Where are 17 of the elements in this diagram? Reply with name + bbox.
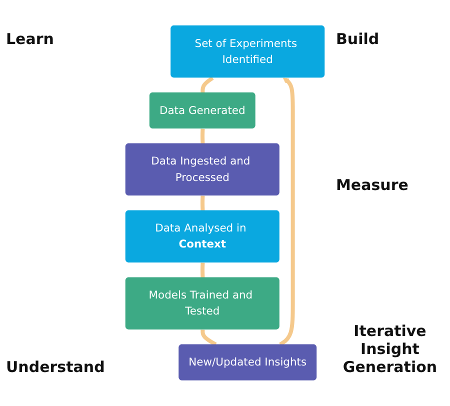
node-box: Set of Experiments Identified <box>170 25 325 78</box>
connector <box>200 195 205 212</box>
connector <box>200 76 214 94</box>
node-box: Data Ingested and Processed <box>125 143 280 196</box>
node-box: New/Updated Insights <box>178 344 317 380</box>
stage-label: Measure <box>336 176 410 194</box>
arrow <box>279 78 295 346</box>
stage-label: Learn <box>6 30 55 48</box>
center-heading: Iterative Insight Generation <box>342 322 438 376</box>
node-box: Data Generated <box>149 92 256 129</box>
node-box: Models Trained and Tested <box>125 277 280 330</box>
stage-label: Understand <box>6 358 106 376</box>
stage-label: Build <box>336 30 380 48</box>
connector <box>200 262 205 278</box>
node-box: Data Analysed in Context <box>125 210 280 263</box>
connector <box>200 329 217 346</box>
connector <box>200 128 205 144</box>
